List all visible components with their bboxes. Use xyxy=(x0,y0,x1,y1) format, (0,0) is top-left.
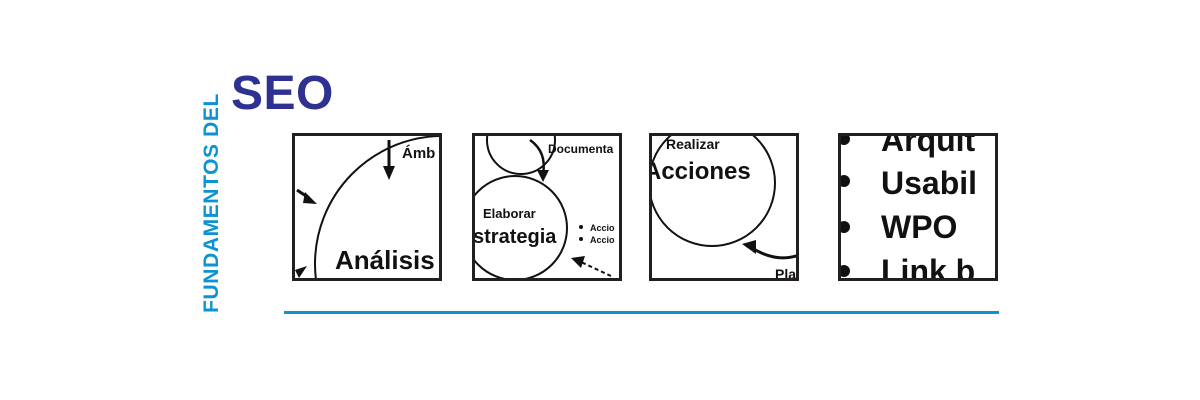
analisis-illustration: Ámb Análisis xyxy=(295,136,439,278)
estrategia-bullet-2: Accio xyxy=(590,235,615,245)
tile-analisis: Ámb Análisis xyxy=(292,133,442,281)
estrategia-circle xyxy=(475,175,568,278)
top-left-circle xyxy=(486,136,556,175)
analisis-circle xyxy=(314,136,439,278)
list-item-3: WPO xyxy=(881,209,957,245)
bullet-dot-1 xyxy=(579,225,583,229)
curved-arrow-head xyxy=(537,170,549,182)
arrow-bottom-head xyxy=(295,266,307,278)
acciones-illustration: Realizar Acciones Plan xyxy=(652,136,796,278)
analisis-top-label: Ámb xyxy=(402,145,435,162)
curved-arrow-line xyxy=(529,138,545,175)
dashed-arrow-head xyxy=(571,256,585,268)
list-bullet-3 xyxy=(841,221,850,233)
tile-estrategia: Documenta Elaborar strategia Accio Accio xyxy=(472,133,622,281)
list-bullet-2 xyxy=(841,175,850,187)
arrow-in-head xyxy=(303,192,317,204)
main-title: SEO xyxy=(231,67,334,120)
acciones-bottom-label: Plan xyxy=(775,266,796,278)
acciones-circle-label: Acciones xyxy=(652,158,751,185)
list-bullet-4 xyxy=(841,265,850,277)
estrategia-bullet-1: Accio xyxy=(590,223,615,233)
curved-arrow-head xyxy=(742,240,756,254)
arrow-down-head xyxy=(383,166,395,180)
analisis-circle-label: Análisis xyxy=(335,245,435,275)
acciones-circle-small: Realizar xyxy=(666,136,720,152)
estrategia-illustration: Documenta Elaborar strategia Accio Accio xyxy=(475,136,615,278)
list-item-1: Arquit xyxy=(881,136,976,158)
estrategia-circle-small: Elaborar xyxy=(483,206,536,221)
vertical-title-box: FUNDAMENTOS DEL xyxy=(197,72,227,334)
estrategia-top-label: Documenta xyxy=(548,142,614,156)
dashed-arrow-line xyxy=(580,261,612,277)
estrategia-circle-label: strategia xyxy=(475,226,557,248)
acciones-circle xyxy=(652,136,776,247)
tile-lista: Arquit Usabil WPO Link b xyxy=(838,133,998,281)
list-item-2: Usabil xyxy=(881,165,977,201)
curved-arrow-line xyxy=(751,246,796,260)
list-item-4: Link b xyxy=(881,253,975,278)
bullet-dot-2 xyxy=(579,237,583,241)
vertical-title: FUNDAMENTOS DEL xyxy=(200,93,223,313)
lista-illustration: Arquit Usabil WPO Link b xyxy=(841,136,977,278)
divider-rule xyxy=(284,311,999,314)
tile-acciones: Realizar Acciones Plan xyxy=(649,133,799,281)
list-bullet-1 xyxy=(841,136,850,145)
